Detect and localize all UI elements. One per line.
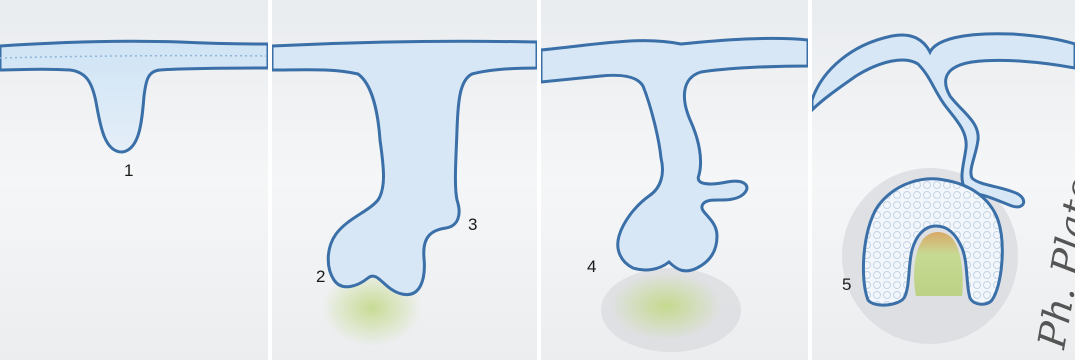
stage-label-5: 5 (842, 275, 851, 294)
panel-stage-5: 5 Ph. Plateau (812, 0, 1075, 360)
stage-label-1: 1 (124, 161, 133, 180)
stage-label-4: 4 (587, 257, 596, 276)
panel-3-illustration: 4 (541, 0, 808, 360)
panel-stage-4: 4 (541, 0, 808, 360)
stage-label-2: 2 (316, 267, 325, 286)
panel-stage-1: 1 (0, 0, 268, 360)
panel-stage-2: 2 3 (272, 0, 537, 360)
dental-papilla-condensation (611, 272, 721, 340)
panel-4-illustration: 5 Ph. Plateau (812, 0, 1075, 360)
panel-1-illustration: 1 (0, 0, 268, 360)
panel-2-illustration: 2 3 (272, 0, 537, 360)
stage-label-3: 3 (468, 215, 477, 234)
